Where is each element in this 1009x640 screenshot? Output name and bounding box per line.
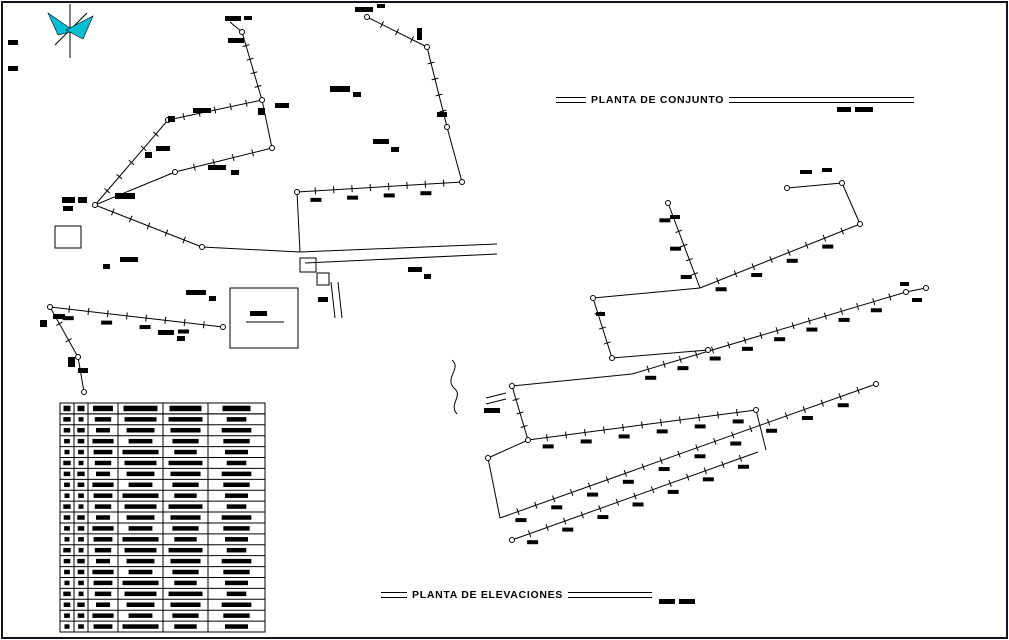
title-rule-right xyxy=(729,97,914,103)
scale-note-block xyxy=(659,599,675,604)
survey-data-table xyxy=(59,402,266,633)
elevations-plan-linework xyxy=(450,168,929,545)
scale-note-block xyxy=(837,107,851,112)
title-text-elevaciones: PLANTA DE ELEVACIONES xyxy=(412,589,564,601)
title-planta-de-conjunto: PLANTA DE CONJUNTO xyxy=(556,94,914,106)
site-plan-linework xyxy=(8,4,498,395)
title-rule-left xyxy=(556,97,586,103)
title-rule-right xyxy=(568,592,652,598)
scale-note-block xyxy=(679,599,695,604)
title-planta-de-elevaciones: PLANTA DE ELEVACIONES xyxy=(381,589,652,601)
north-arrow-icon xyxy=(47,4,94,58)
scale-note-block xyxy=(855,107,873,112)
title-rule-left xyxy=(381,592,407,598)
title-text-conjunto: PLANTA DE CONJUNTO xyxy=(591,94,725,106)
